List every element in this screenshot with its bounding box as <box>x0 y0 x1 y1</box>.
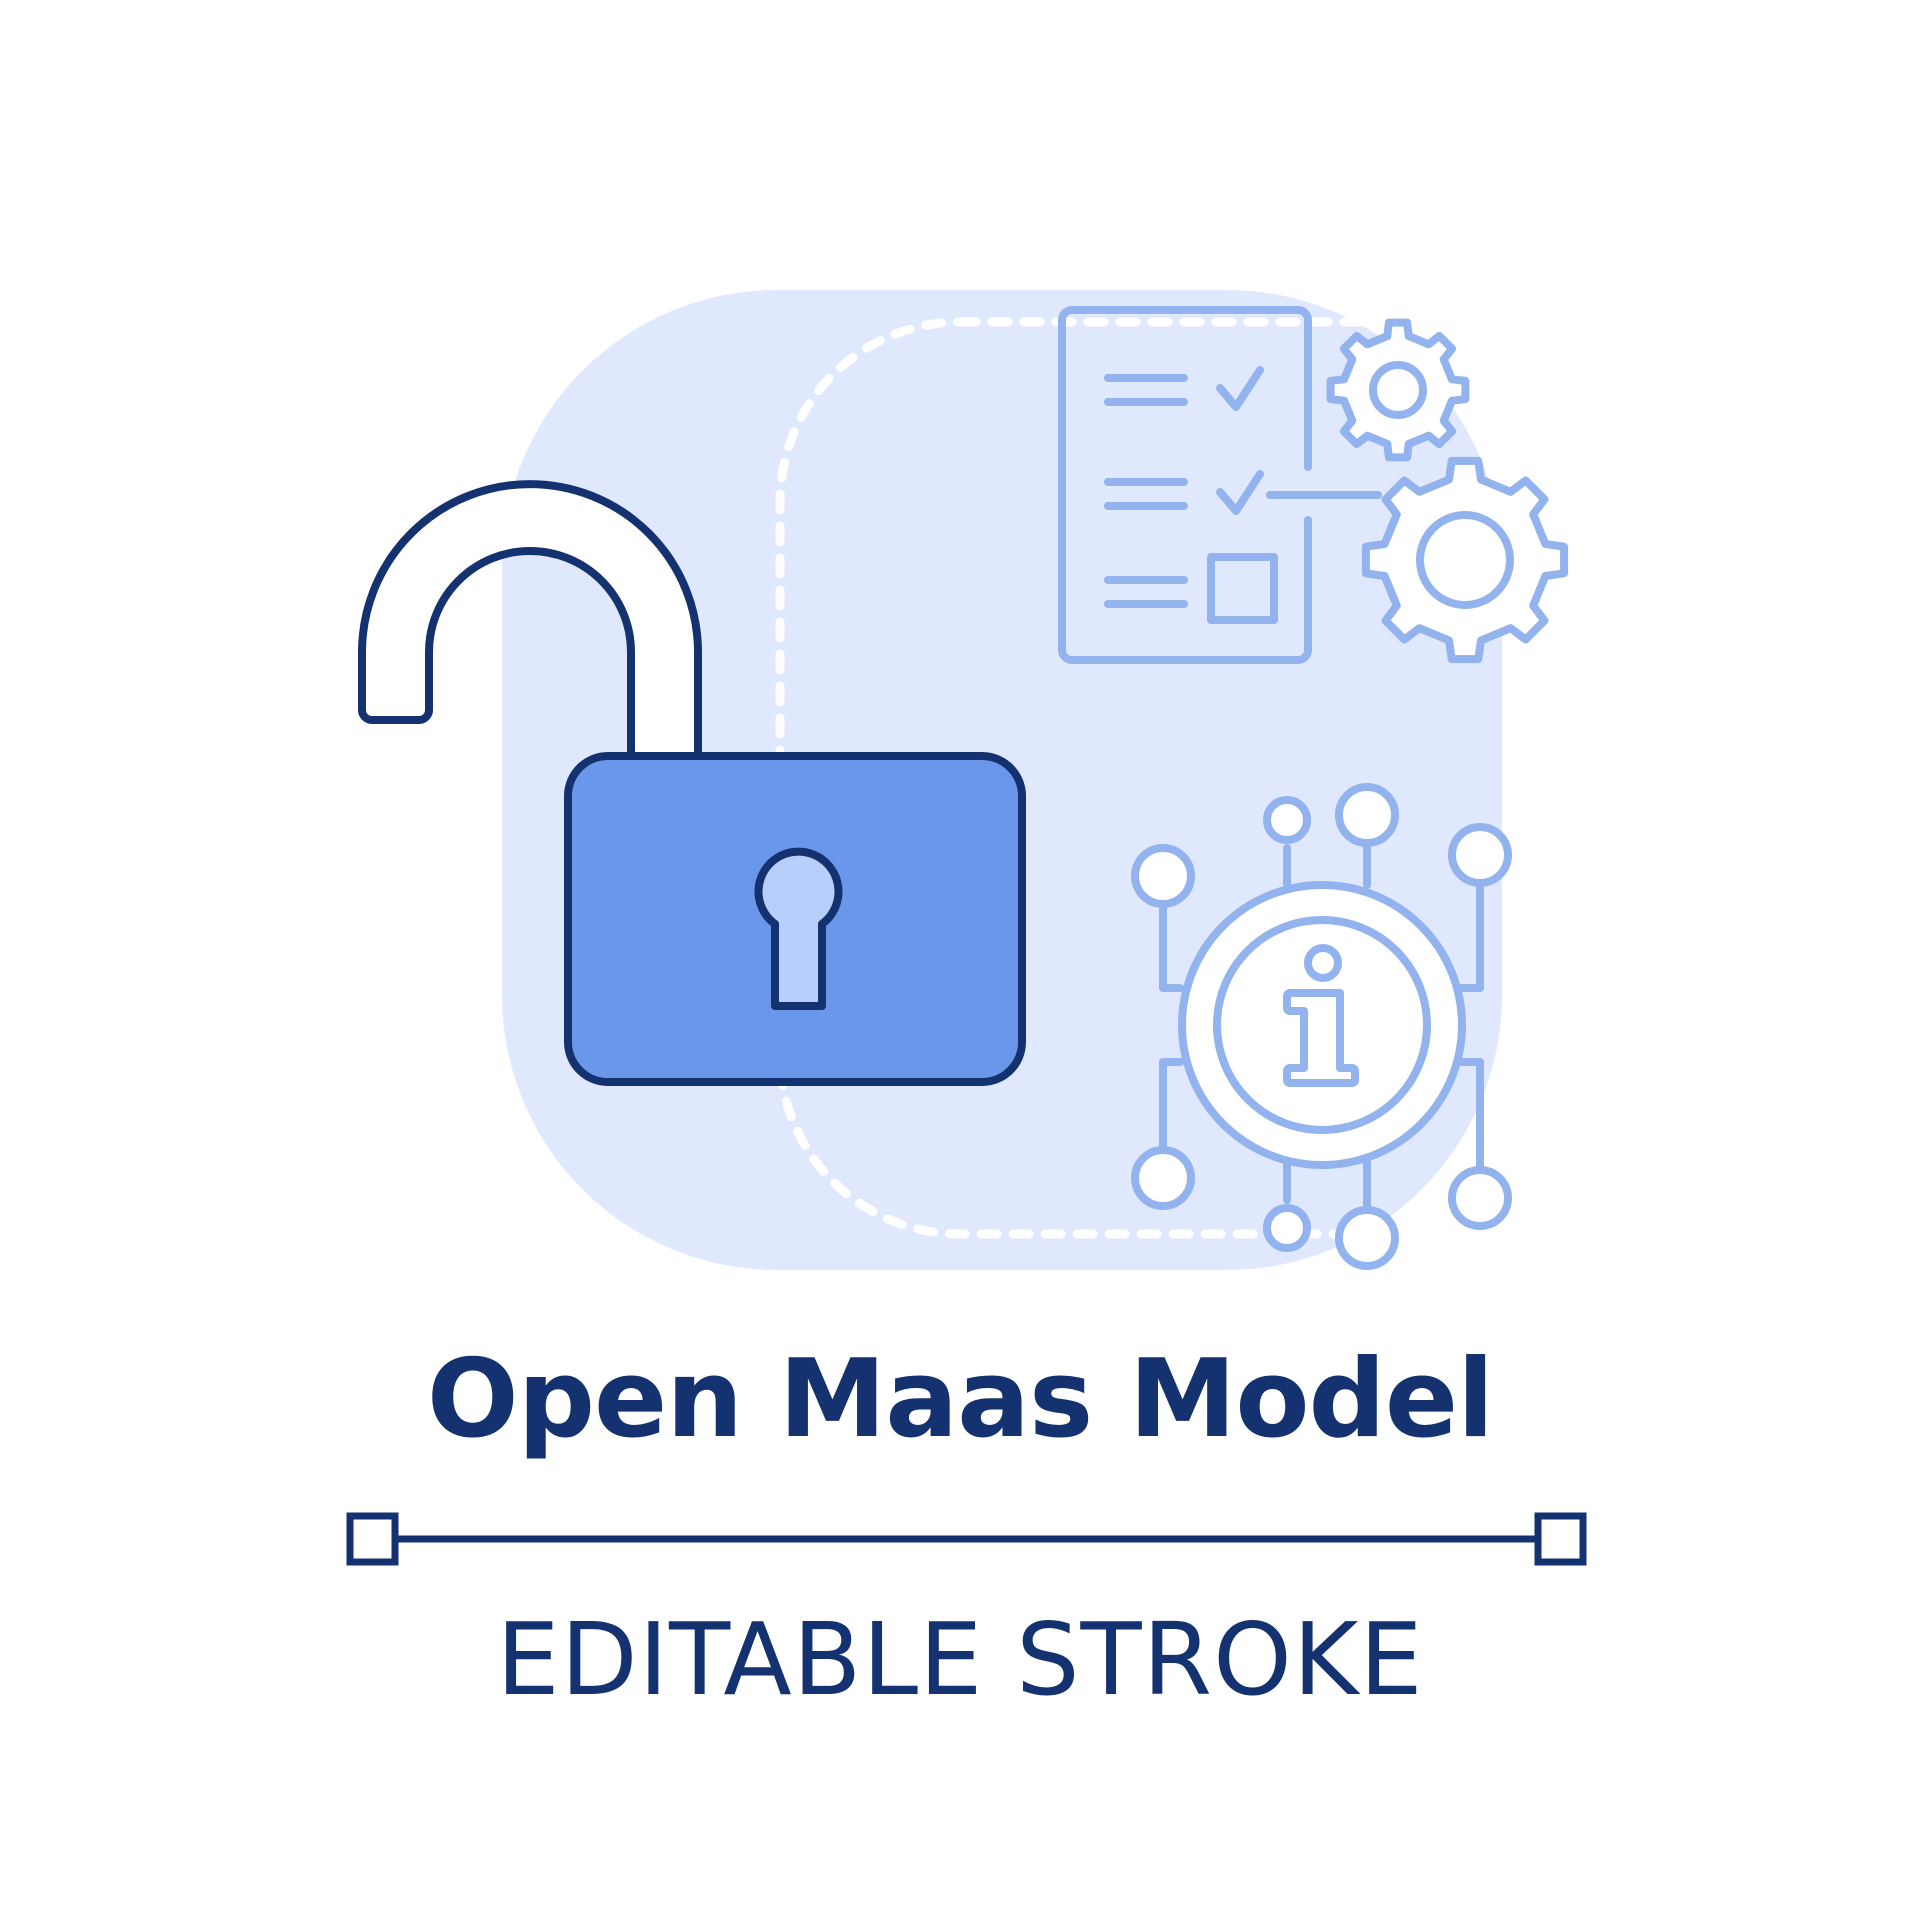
circuit-node <box>1131 844 1195 908</box>
checklist-document-icon <box>1058 306 1382 664</box>
circuit-node <box>1131 1146 1195 1210</box>
gears-icon <box>1326 318 1569 664</box>
gear-hub <box>1416 511 1514 609</box>
page-title: Open Maas Model <box>426 1337 1494 1462</box>
circuit-line <box>1159 900 1184 992</box>
padlock-shackle <box>358 480 702 760</box>
circuit-node <box>1263 796 1311 844</box>
stroke-handle <box>346 1512 399 1566</box>
circuit-node <box>1335 783 1399 847</box>
editable-stroke-line-icon <box>346 1512 1587 1566</box>
checkmark-icon <box>1216 470 1264 515</box>
document-outline <box>1058 306 1312 664</box>
circuit-line <box>1458 1058 1484 1176</box>
circuit-line <box>1159 1058 1184 1156</box>
circuit-node <box>1448 823 1512 887</box>
stroke-handle <box>1534 1512 1587 1566</box>
checkbox-icon <box>1207 553 1278 624</box>
info-stem <box>1283 989 1359 1087</box>
circuit-node <box>1263 1204 1311 1252</box>
circuit-line <box>1458 876 1484 992</box>
unlocked-padlock-icon <box>358 480 1026 1086</box>
circuit-node <box>1448 1166 1512 1230</box>
checkmark-icon <box>1216 366 1264 411</box>
gear-hub <box>1369 361 1427 419</box>
info-dot <box>1304 944 1342 982</box>
keyhole-icon <box>754 847 843 1010</box>
circuit-node <box>1335 1206 1399 1270</box>
info-circuit-icon <box>1131 783 1512 1270</box>
caption-label: EDITABLE STROKE <box>496 1601 1424 1718</box>
